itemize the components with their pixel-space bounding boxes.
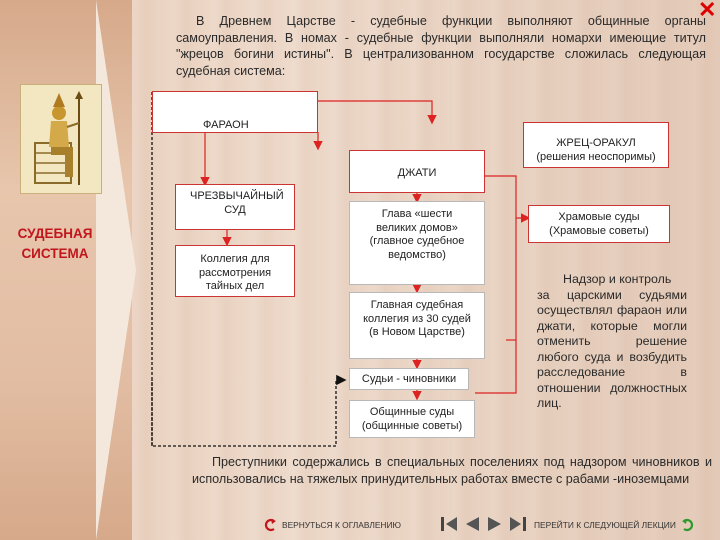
box-community-label: Общинные суды (общинные советы) [361, 406, 463, 432]
outro-text: Преступники содержались в специальных по… [192, 455, 712, 486]
box-oracle-title: ЖРЕЦ-ОРАКУЛ [556, 137, 636, 149]
box-extraordinary-court: ЧРЕЗВЫЧАЙНЫЙ СУД [175, 184, 295, 230]
next-lecture-label: ПЕРЕЙТИ К СЛЕДУЮЩЕЙ ЛЕКЦИИ [534, 520, 676, 530]
control-line [475, 218, 517, 394]
pharaoh-figure-icon [21, 85, 101, 193]
box-oracle: ЖРЕЦ-ОРАКУЛ (решения неоспоримы) [523, 122, 669, 168]
note-line1: Надзор и контроль [563, 272, 672, 286]
box-main-college-label: Главная судебная коллегия из 30 судей (в… [363, 299, 471, 338]
box-judges: Судьи - чиновники [349, 368, 469, 390]
side-title: СУДЕБНАЯ СИСТЕМА [6, 224, 104, 264]
box-main-college: Главная судебная коллегия из 30 судей (в… [349, 292, 485, 359]
forward-icon [681, 518, 693, 532]
box-judges-label: Судьи - чиновники [361, 373, 457, 385]
arrow-djati-temple [485, 175, 531, 223]
dashed-supervision-line [151, 92, 347, 447]
box-djati-label: ДЖАТИ [397, 167, 437, 179]
box-secret-college-label: Коллегия для рассмотрения тайных дел [198, 253, 272, 292]
pharaoh-image [20, 84, 102, 194]
next-slide-icon[interactable] [484, 514, 506, 534]
box-head: Глава «шести великих домов» (главное суд… [349, 201, 485, 285]
back-to-contents-label: ВЕРНУТЬСЯ К ОГЛАВЛЕНИЮ [282, 520, 401, 530]
box-djati: ДЖАТИ [349, 150, 485, 193]
intro-text: В Древнем Царстве - судебные функции вып… [176, 14, 706, 78]
first-slide-icon[interactable] [438, 514, 460, 534]
next-lecture-button[interactable]: ПЕРЕЙТИ К СЛЕДУЮЩЕЙ ЛЕКЦИИ [534, 518, 696, 532]
note-rest: за царскими судьями осуществлял фараон и… [537, 287, 687, 411]
last-slide-icon[interactable] [507, 514, 529, 534]
box-oracle-sub: (решения неоспоримы) [536, 150, 656, 163]
box-extraordinary-label: ЧРЕЗВЫЧАЙНЫЙ СУД [190, 190, 284, 216]
back-to-contents-button[interactable]: ВЕРНУТЬСЯ К ОГЛАВЛЕНИЮ [262, 518, 401, 532]
box-pharaoh: ФАРАОН [152, 91, 318, 133]
prev-slide-icon[interactable] [461, 514, 483, 534]
box-temple-label: Храмовые суды (Храмовые советы) [549, 211, 649, 237]
arrow-pharaoh-oracle [318, 100, 437, 125]
side-title-line2: СИСТЕМА [21, 246, 89, 261]
supervision-note: Надзор и контроль за царскими судьями ос… [537, 272, 687, 412]
close-icon[interactable]: ✕ [698, 0, 717, 22]
panel-arrow [96, 0, 136, 540]
box-secret-college: Коллегия для рассмотрения тайных дел [175, 245, 295, 297]
box-head-label: Глава «шести великих домов» (главное суд… [369, 208, 465, 261]
box-pharaoh-label: ФАРАОН [203, 119, 249, 131]
box-community: Общинные суды (общинные советы) [349, 400, 475, 438]
return-icon [264, 518, 276, 532]
box-temple: Храмовые суды (Храмовые советы) [528, 205, 670, 243]
side-title-line1: СУДЕБНАЯ [17, 226, 93, 241]
